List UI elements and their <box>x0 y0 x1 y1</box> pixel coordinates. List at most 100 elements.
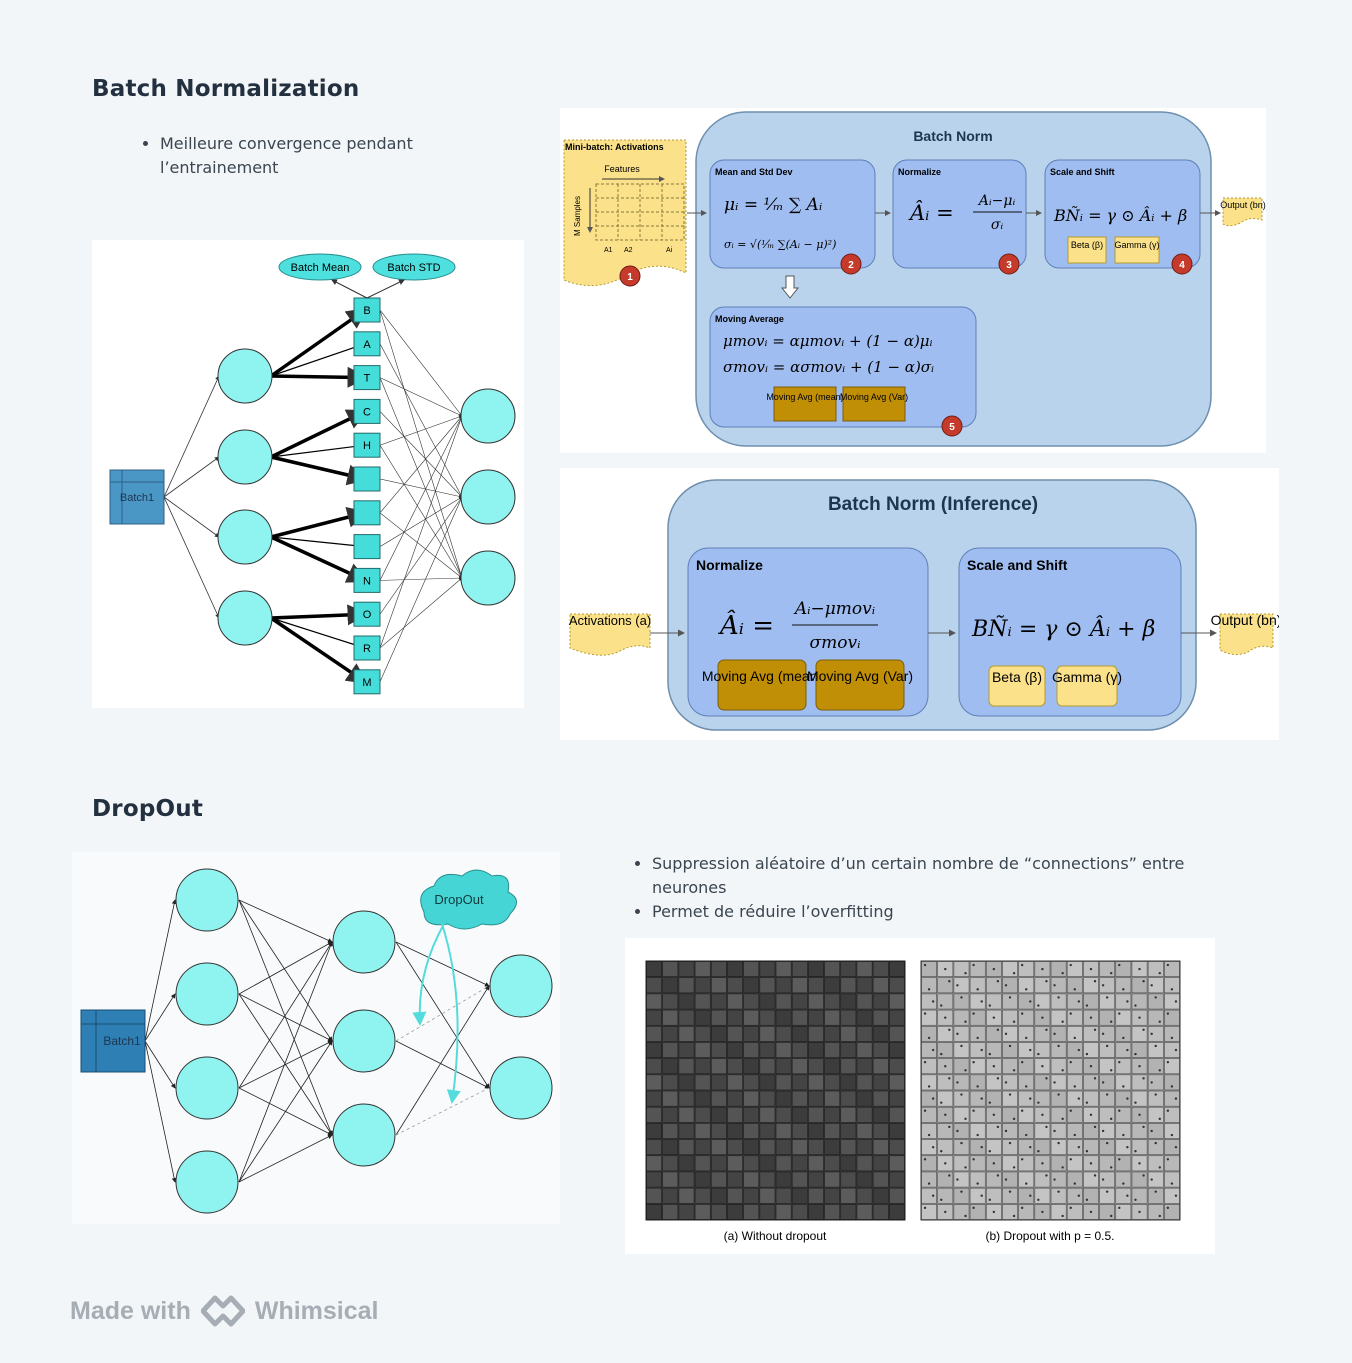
dropout-cloud: DropOut <box>420 869 517 930</box>
svg-text:Aᵢ−μmovᵢ: Aᵢ−μmovᵢ <box>793 599 875 619</box>
dropout-title: DropOut <box>92 796 204 822</box>
hidden-neuron-1 <box>217 429 273 485</box>
hidden-neuron-3 <box>217 590 273 646</box>
inference-gamma-label: Gamma (γ) <box>1052 669 1122 685</box>
dropout-batch1-label: Batch1 <box>103 1034 141 1048</box>
moving-avg-title: Moving Average <box>715 314 784 324</box>
batch-sample-letter: O <box>363 609 372 621</box>
inference-title: Batch Norm (Inference) <box>828 494 1038 515</box>
whimsical-logo-icon <box>200 1294 246 1328</box>
batch-std-node: Batch STD <box>372 253 456 281</box>
inference-normalize-title: Normalize <box>696 557 763 573</box>
normalize-title: Normalize <box>898 167 941 177</box>
made-with-label: Made with <box>70 1296 191 1325</box>
inference-scale-shift-title: Scale and Shift <box>967 557 1068 573</box>
batch-norm-inference-diagram: Batch Norm (Inference) Activations (a) N… <box>569 479 1281 731</box>
batch-sample-letter: C <box>363 406 371 418</box>
dropout-batch1-input: Batch1 <box>80 1009 146 1073</box>
batch-std-label: Batch STD <box>387 262 440 274</box>
batch-sample-letter: N <box>363 575 371 587</box>
hidden-neuron-2 <box>217 509 273 565</box>
bullet-overfitting: Permet de réduire l’overfitting <box>652 900 1212 924</box>
dropout-output-neuron <box>489 1056 553 1120</box>
dropout-figure-card: (a) Without dropout (b) Dropout with p =… <box>625 938 1215 1254</box>
step-2: 2 <box>848 260 854 271</box>
whimsical-brand: Whimsical <box>254 1296 379 1325</box>
dropout-neuron <box>175 868 239 932</box>
batch-sample-letter: A <box>363 339 371 351</box>
batch-norm-title: Batch Normalization <box>92 76 360 102</box>
svg-text:μᵢ = ¹⁄ₘ ∑ Aᵢ: μᵢ = ¹⁄ₘ ∑ Aᵢ <box>724 195 822 215</box>
minibatch-block: Mini-batch: Activations Features M Sampl… <box>563 139 687 287</box>
batch-sample-letter: R <box>363 643 371 655</box>
step-5: 5 <box>949 422 955 433</box>
batch-sample-square <box>353 567 381 593</box>
output-label: Output (bn) <box>1220 200 1266 210</box>
batch-norm-training-diagram: Batch Norm Mini-batch: Activations Featu… <box>563 111 1266 447</box>
svg-text:Aᵢ−μᵢ: Aᵢ−μᵢ <box>977 193 1016 209</box>
ma-mean-label: Moving Avg (mean) <box>766 392 843 402</box>
svg-text:BÑᵢ = γ ⊙ Âᵢ + β: BÑᵢ = γ ⊙ Âᵢ + β <box>1053 205 1187 225</box>
dropout-network-diagram: Batch1 DropOut <box>80 868 553 1214</box>
samples-label: M Samples <box>573 196 582 236</box>
dropout-network-card: Batch1 DropOut <box>72 852 560 1224</box>
dropout-cloud-label: DropOut <box>434 892 484 907</box>
batch-sample-square <box>353 601 381 627</box>
batch-sample-square <box>353 331 381 357</box>
bullet-convergence: Meilleure convergence pendant l’entraine… <box>160 132 460 180</box>
training-title: Batch Norm <box>913 128 992 144</box>
output-neuron-0 <box>460 388 516 444</box>
col-label-a1: A1 <box>604 247 613 254</box>
batch-sample-letter: T <box>364 373 371 385</box>
batch-sample-square <box>353 466 381 492</box>
svg-text:Âᵢ =: Âᵢ = <box>718 609 774 641</box>
col-label-a2: A2 <box>624 247 633 254</box>
caption-a: (a) Without dropout <box>724 1229 827 1243</box>
svg-text:σᵢ: σᵢ <box>991 217 1004 233</box>
svg-text:BÑᵢ = γ ⊙ Âᵢ + β: BÑᵢ = γ ⊙ Âᵢ + β <box>971 614 1155 642</box>
batch-norm-bullets: Meilleure convergence pendant l’entraine… <box>140 132 460 180</box>
dropout-neuron <box>175 1150 239 1214</box>
svg-text:σmovᵢ = ασmovᵢ + (1 − α)σᵢ: σmovᵢ = ασmovᵢ + (1 − α)σᵢ <box>723 358 934 376</box>
svg-text:σᵢ = √(¹⁄ₘ ∑(Aᵢ − μ)²): σᵢ = √(¹⁄ₘ ∑(Aᵢ − μ)²) <box>724 238 836 251</box>
dropout-neuron <box>332 910 396 974</box>
hidden-neuron-0 <box>217 348 273 404</box>
inference-ma-var-label: Moving Avg (Var) <box>807 668 913 684</box>
step-4: 4 <box>1179 260 1185 271</box>
batch-sample-letter: M <box>362 677 371 689</box>
dropout-bullets: Suppression aléatoire d’un certain nombr… <box>632 852 1212 924</box>
scale-shift-title: Scale and Shift <box>1050 167 1115 177</box>
mean-std-title: Mean and Std Dev <box>715 167 793 177</box>
batch-norm-training-card: Batch Norm Mini-batch: Activations Featu… <box>560 108 1266 453</box>
step-3: 3 <box>1006 260 1012 271</box>
bullet-suppression: Suppression aléatoire d’un certain nombr… <box>652 852 1212 900</box>
batch-sample-square <box>353 365 381 391</box>
batch-sample-square <box>353 534 381 560</box>
svg-text:σmovᵢ: σmovᵢ <box>810 633 861 653</box>
dropout-filters-figure: (a) Without dropout (b) Dropout with p =… <box>645 960 1181 1243</box>
ma-var-label: Moving Avg (Var) <box>840 392 908 402</box>
dropout-neuron <box>332 1009 396 1073</box>
features-label: Features <box>604 164 640 174</box>
svg-text:Âᵢ =: Âᵢ = <box>908 201 954 225</box>
output-neuron-2 <box>460 550 516 606</box>
batch1-input: Batch1 <box>109 469 165 525</box>
gamma-label: Gamma (γ) <box>1115 240 1160 250</box>
dropout-neuron <box>175 962 239 1026</box>
svg-text:μmovᵢ = αμmovᵢ + (1 − α)μᵢ: μmovᵢ = αμmovᵢ + (1 − α)μᵢ <box>723 332 933 350</box>
batch-sample-square <box>353 398 381 424</box>
batch-norm-inference-card: Batch Norm (Inference) Activations (a) N… <box>560 468 1281 740</box>
batch1-label: Batch1 <box>120 492 154 504</box>
batch-sample-letter: B <box>363 305 370 317</box>
inference-output-label: Output (bn) <box>1211 612 1279 628</box>
made-with-footer: Made with Whimsical <box>70 1294 379 1328</box>
dropout-neuron <box>175 1056 239 1120</box>
activations-label: Activations (a) <box>569 613 651 628</box>
beta-label: Beta (β) <box>1071 240 1103 250</box>
batch-sample-square <box>353 635 381 661</box>
batch-mean-label: Batch Mean <box>291 262 350 274</box>
batch-sample-square <box>353 669 381 695</box>
caption-b: (b) Dropout with p = 0.5. <box>985 1229 1114 1243</box>
minibatch-label: Mini-batch: Activations <box>565 142 664 152</box>
